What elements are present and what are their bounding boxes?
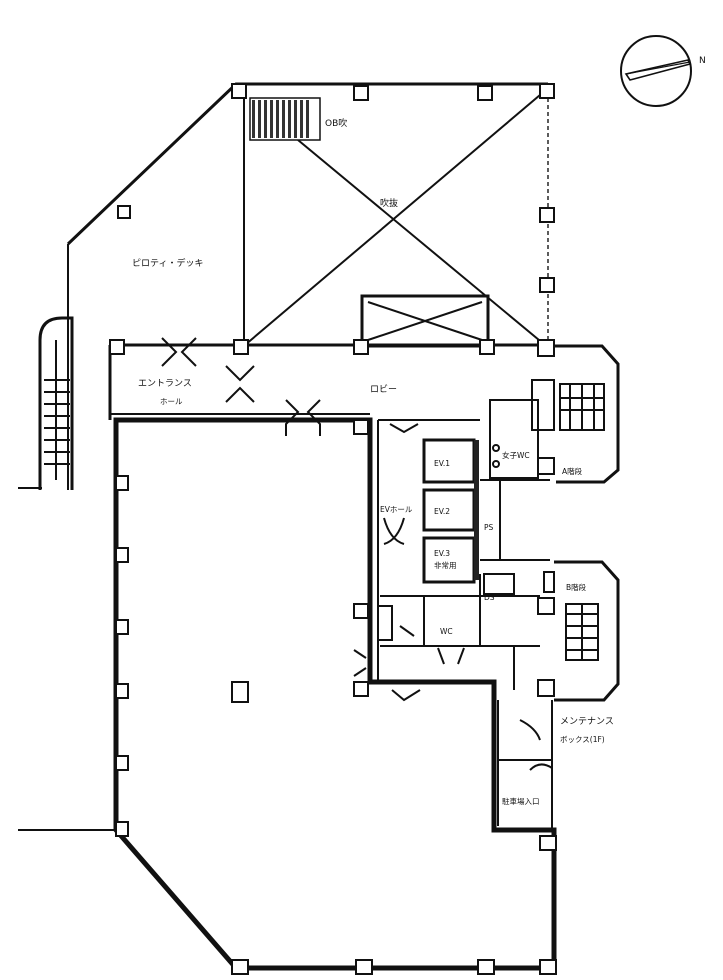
core (353, 379, 555, 702)
plan-labels: OB吹 吹抜 ピロティ・デッキ エントランス ホール ロビー EV.1 EV.2… (132, 117, 614, 806)
atrium-label: 吹抜 (380, 197, 398, 209)
maintenance-box (497, 700, 553, 830)
stair-b (537, 457, 620, 702)
entrance-label: エントランス (138, 378, 192, 389)
lobby-band (108, 337, 555, 436)
ev3-shaft (422, 536, 476, 584)
ps-label: PS (484, 523, 494, 532)
deck-outline (66, 82, 549, 490)
parking-label: 駐車場入口 (502, 796, 540, 806)
ev-hall-label: EVホール (380, 505, 413, 514)
compass-north-label: N (699, 56, 706, 66)
compass-circle (620, 35, 692, 107)
columns-upper (117, 83, 555, 293)
upper-label: OB吹 (325, 117, 347, 129)
stair-a-label: A階段 (562, 466, 583, 476)
ev2-label: EV.2 (434, 507, 450, 516)
compass-needle (624, 59, 692, 81)
maintenance-label: メンテナンス (560, 716, 614, 727)
maintenance-sub-label: ボックス(1F) (560, 735, 605, 744)
stair-b-label: B階段 (566, 582, 587, 592)
lobby-label: ロビー (370, 384, 397, 395)
left-stair (18, 316, 74, 490)
ev1-label: EV.1 (434, 459, 450, 468)
ev3-label: EV.3 (434, 549, 450, 558)
ladies-wc-label: 女子WC (502, 450, 530, 460)
wc-label: WC (440, 627, 453, 636)
compass: N (620, 35, 706, 107)
ev3-sub-label: 非常用 (434, 560, 457, 570)
entrance-sub-label: ホール (160, 397, 183, 406)
tenant-area (18, 417, 557, 975)
stair-a (554, 344, 620, 484)
pilotis-label: ピロティ・デッキ (132, 257, 203, 269)
atrium-void (360, 294, 490, 348)
ds-label: DS (484, 593, 495, 602)
